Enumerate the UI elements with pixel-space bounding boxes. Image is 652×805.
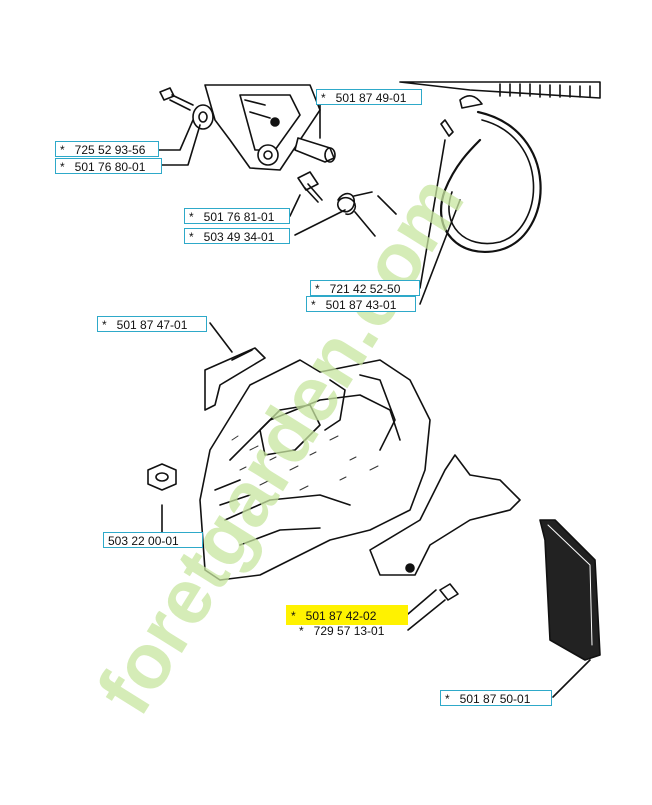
part-number: 501 87 50-01 — [459, 692, 531, 706]
part-number: 503 22 00-01 — [108, 534, 179, 548]
deflector-part — [369, 454, 521, 576]
pin-part — [294, 137, 335, 163]
label-star: * — [315, 282, 320, 296]
part-number: 501 87 43-01 — [325, 298, 397, 312]
part-label-503-49-34-01: * 503 49 34-01 — [184, 228, 290, 244]
label-star: * — [445, 692, 450, 706]
part-label-501-76-80-01: * 501 76 80-01 — [55, 158, 162, 174]
label-star: * — [291, 609, 296, 623]
spring-part — [337, 191, 397, 237]
part-number: 721 42 52-50 — [329, 282, 401, 296]
part-label-501-76-81-01: * 501 76 81-01 — [184, 208, 290, 224]
part-number: 501 87 49-01 — [335, 91, 407, 105]
label-star: * — [311, 298, 316, 312]
label-star: * — [102, 318, 107, 332]
washer-part — [192, 104, 214, 130]
part-label-501-87-50-01: * 501 87 50-01 — [440, 690, 552, 706]
brake-band-part — [439, 110, 542, 253]
part-label-725-52-93-56: * 725 52 93-56 — [55, 141, 159, 157]
clutch-cover-part — [199, 359, 431, 581]
part-number: 501 76 81-01 — [203, 210, 275, 224]
label-star: * — [321, 91, 326, 105]
label-star: * — [60, 143, 65, 157]
part-label-721-42-52-50: * 721 42 52-50 — [310, 280, 420, 296]
part-label-501-87-47-01: * 501 87 47-01 — [97, 316, 207, 332]
part-number: 501 87 47-01 — [116, 318, 188, 332]
part-number: 725 52 93-56 — [74, 143, 146, 157]
screw-part — [439, 583, 459, 601]
part-label-729-57-13-01: * 729 57 13-01 — [294, 622, 408, 638]
part-number: 503 49 34-01 — [203, 230, 275, 244]
label-star: * — [60, 160, 65, 174]
guide-plate-part — [204, 347, 266, 411]
label-star: * — [299, 624, 304, 638]
label-star: * — [189, 230, 194, 244]
bolt-part — [159, 87, 175, 101]
part-label-501-87-42-02: * 501 87 42-02 — [286, 605, 408, 625]
label-star: * — [189, 210, 194, 224]
part-label-501-87-49-01: * 501 87 49-01 — [316, 89, 422, 105]
part-label-503-22-00-01: 503 22 00-01 — [103, 532, 203, 548]
side-plate-part — [539, 519, 601, 661]
part-number: 501 76 80-01 — [74, 160, 146, 174]
bracket-part — [204, 84, 321, 171]
part-number: 729 57 13-01 — [313, 624, 385, 638]
part-label-501-87-43-01: * 501 87 43-01 — [306, 296, 416, 312]
part-number: 501 87 42-02 — [305, 609, 377, 623]
nut-part — [147, 463, 177, 491]
